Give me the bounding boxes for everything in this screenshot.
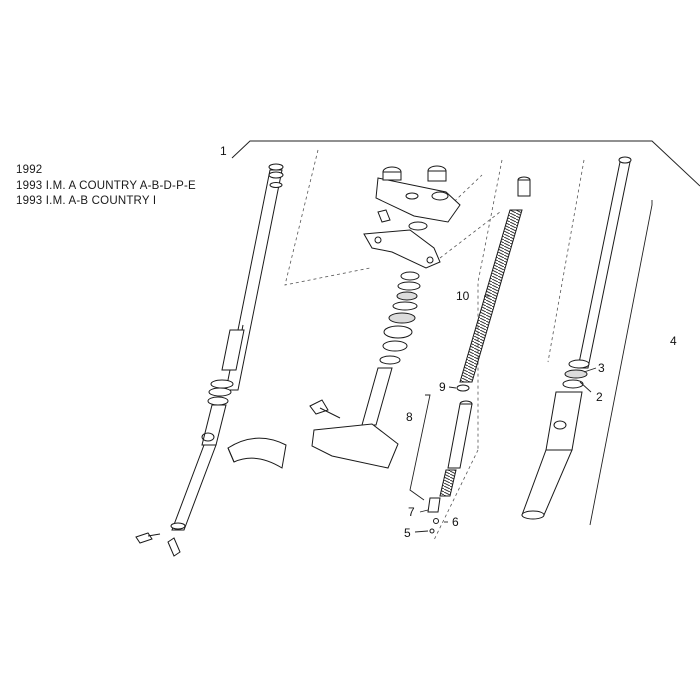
damper-rod-assembly xyxy=(427,384,473,534)
callout-leaders xyxy=(409,200,653,533)
assembly-bracket-1 xyxy=(231,140,700,187)
callout-5: 5 xyxy=(404,526,411,540)
caption-line-2: 1993 I.M. A COUNTRY A-B-D-P-E xyxy=(16,179,196,192)
fork-guard-ring xyxy=(227,437,287,469)
callout-9: 9 xyxy=(439,380,446,394)
caption-line-3: 1993 I.M. A-B COUNTRY I xyxy=(16,195,157,207)
callout-numbers: 1 2 3 4 5 6 7 8 9 10 xyxy=(220,144,677,540)
callout-2: 2 xyxy=(596,390,603,404)
callout-1: 1 xyxy=(220,144,227,158)
dashed-guides xyxy=(284,149,585,541)
model-year-caption: 1992 1993 I.M. A COUNTRY A-B-D-P-E 1993 … xyxy=(16,163,196,210)
right-fork-leg xyxy=(521,156,632,520)
callout-7: 7 xyxy=(408,505,415,519)
caption-line-1: 1992 xyxy=(16,164,43,176)
callout-6: 6 xyxy=(452,515,459,529)
top-yoke xyxy=(375,165,461,223)
steering-plate xyxy=(363,221,441,269)
callout-3: 3 xyxy=(598,361,605,375)
callout-8: 8 xyxy=(406,410,413,424)
fork-spring-10 xyxy=(459,176,531,383)
callout-4: 4 xyxy=(670,334,677,348)
steering-stem xyxy=(309,271,421,469)
callout-10: 10 xyxy=(456,289,470,303)
left-fork-leg xyxy=(135,163,284,557)
